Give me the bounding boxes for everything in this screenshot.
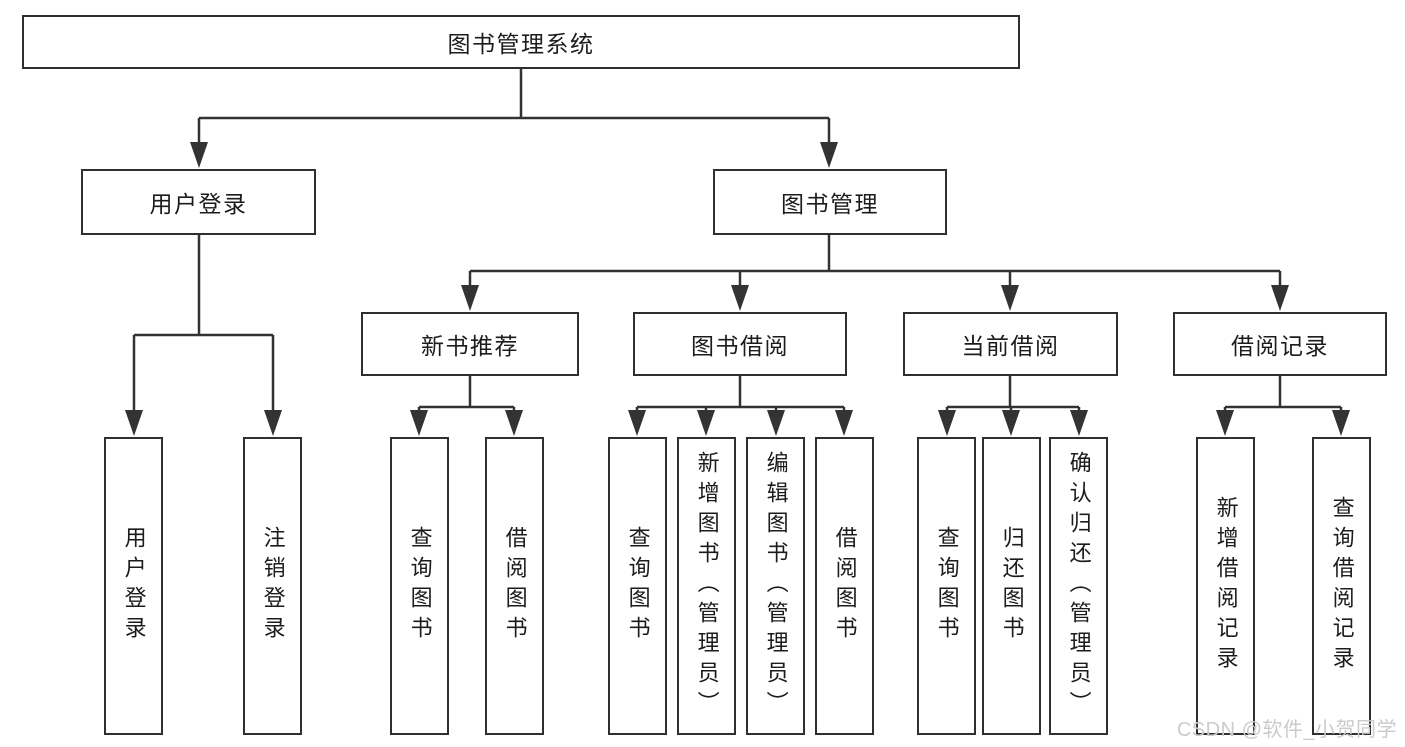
leaf-current-return-book: 归还图书 [982, 437, 1041, 735]
leaf-current-query-book: 查询图书 [917, 437, 976, 735]
node-root-system: 图书管理系统 [22, 15, 1020, 69]
leaf-current-confirm-return-admin: 确认归还（管理员） [1049, 437, 1108, 735]
leaf-current-confirm-return-admin-label: 确认归还（管理员） [1066, 451, 1092, 721]
leaf-records-query-borrow-record: 查询借阅记录 [1312, 437, 1371, 735]
leaf-borrow-add-book-admin-label: 新增图书（管理员） [694, 451, 720, 721]
node-user-login: 用户登录 [81, 169, 316, 235]
leaf-user-login-label: 用户登录 [121, 526, 147, 646]
leaf-recommend-borrow-book-label: 借阅图书 [502, 526, 528, 646]
leaf-borrow-borrow-book: 借阅图书 [815, 437, 874, 735]
node-root-label: 图书管理系统 [447, 31, 595, 57]
node-current-borrow-label: 当前借阅 [961, 333, 1060, 359]
node-book-borrow: 图书借阅 [633, 312, 847, 376]
leaf-recommend-query-book-label: 查询图书 [407, 526, 433, 646]
node-new-book-recommend: 新书推荐 [361, 312, 579, 376]
node-borrow-records: 借阅记录 [1173, 312, 1387, 376]
leaf-borrow-add-book-admin: 新增图书（管理员） [677, 437, 736, 735]
leaf-current-query-book-label: 查询图书 [934, 526, 960, 646]
connector-shafts [132, 69, 1343, 422]
leaf-records-add-borrow-record: 新增借阅记录 [1196, 437, 1255, 735]
leaf-borrow-edit-book-admin-label: 编辑图书（管理员） [763, 451, 789, 721]
leaf-logout-label: 注销登录 [260, 526, 286, 646]
leaf-borrow-query-book-label: 查询图书 [625, 526, 651, 646]
node-book-management: 图书管理 [713, 169, 947, 235]
leaf-user-login: 用户登录 [104, 437, 163, 735]
node-book-borrow-label: 图书借阅 [691, 333, 789, 359]
node-book-management-label: 图书管理 [781, 191, 879, 217]
arrowheads [125, 142, 1350, 436]
leaf-borrow-query-book: 查询图书 [608, 437, 667, 735]
leaf-borrow-edit-book-admin: 编辑图书（管理员） [746, 437, 805, 735]
leaf-current-return-book-label: 归还图书 [999, 526, 1025, 646]
leaf-recommend-query-book: 查询图书 [390, 437, 449, 735]
leaf-records-query-borrow-record-label: 查询借阅记录 [1329, 496, 1355, 676]
node-user-login-label: 用户登录 [149, 191, 248, 217]
leaf-records-add-borrow-record-label: 新增借阅记录 [1213, 496, 1239, 676]
watermark: CSDN @软件_小贺同学 [1176, 719, 1397, 741]
node-new-book-recommend-label: 新书推荐 [421, 333, 519, 359]
leaf-borrow-borrow-book-label: 借阅图书 [832, 526, 858, 646]
node-borrow-records-label: 借阅记录 [1231, 333, 1329, 359]
leaf-logout: 注销登录 [243, 437, 302, 735]
node-current-borrow: 当前借阅 [903, 312, 1118, 376]
leaf-recommend-borrow-book: 借阅图书 [485, 437, 544, 735]
